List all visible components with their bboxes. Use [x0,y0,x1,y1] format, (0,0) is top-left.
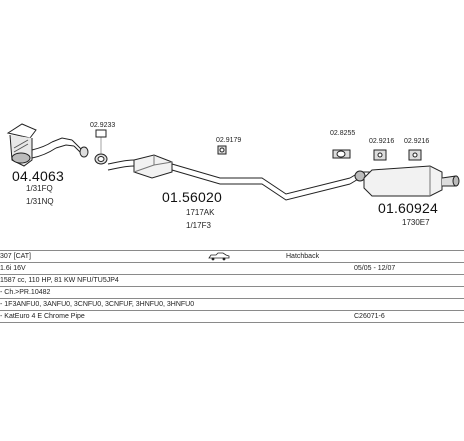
vehicle-info-table: 307 [CAT] Hatchback 1.6i 16V 05/05 - 12/… [0,250,464,330]
table-divider [0,322,464,323]
car-icon [208,252,230,261]
table-row: 1587 cc, 110 HP, 81 KW NFU/TU5JP4 [0,275,464,286]
table-row: - 1F3ANFU0, 3ANFU0, 3CNFU0, 3CNFUF, 3HNF… [0,299,464,310]
catalytic-converter-ref-1: 1/31FQ [26,184,53,193]
table-divider [0,298,464,299]
table-divider [0,262,464,263]
engine-spec-text: 1587 cc, 110 HP, 81 KW NFU/TU5JP4 [0,277,119,284]
body-type-text: Hatchback [286,253,320,260]
table-row: - Ch.>PR.10482 [0,287,464,298]
hanger-2-drawing [373,149,387,161]
rear-silencer-ref-1: 1730E7 [402,218,430,227]
hanger-1-drawing [217,145,227,155]
table-divider [0,286,464,287]
rear-silencer-code: 01.60924 [378,200,438,216]
model-codes-text: - 1F3ANFU0, 3ANFU0, 3CNFU0, 3CNFUF, 3HNF… [0,301,195,308]
clamp-1-code: 02.9233 [90,122,116,129]
table-divider [0,310,464,311]
catalytic-converter-code: 04.4063 [12,168,65,184]
table-divider [0,250,464,251]
catalytic-converter-drawing [6,123,89,167]
clamp-2-drawing [332,149,351,159]
clamp-1-drawing [94,129,108,165]
table-row: - KatEuro 4 E Chrome Pipe C26071-6 [0,311,464,322]
hanger-3-code: 02.9216 [404,138,430,145]
reference-code-text: C26071-6 [354,313,385,320]
chassis-text: - Ch.>PR.10482 [0,289,51,296]
clamp-2-code: 02.8255 [330,130,356,137]
catalytic-converter-ref-2: 1/31NQ [26,197,54,206]
hanger-1-code: 02.9179 [216,137,242,144]
middle-silencer-drawing [107,154,351,201]
rear-silencer-drawing [349,165,460,197]
engine-text: 1.6i 16V [0,265,26,272]
table-row: 307 [CAT] Hatchback [0,251,464,262]
exhaust-parts-diagram: 02.9233 04.4063 1/31FQ 1/31NQ 02.9179 01… [6,122,460,230]
model-text: 307 [CAT] [0,253,31,260]
hanger-2-code: 02.9216 [369,138,395,145]
exhaust-drawing [6,123,460,201]
middle-silencer-code: 01.56020 [162,189,222,205]
hanger-3-drawing [408,149,422,161]
date-range-text: 05/05 - 12/07 [354,265,396,272]
middle-silencer-ref-1: 1717AK [186,208,215,217]
middle-silencer-ref-2: 1/17F3 [186,221,211,230]
table-row: 1.6i 16V 05/05 - 12/07 [0,263,464,274]
note-text: - KatEuro 4 E Chrome Pipe [0,313,85,320]
table-divider [0,274,464,275]
